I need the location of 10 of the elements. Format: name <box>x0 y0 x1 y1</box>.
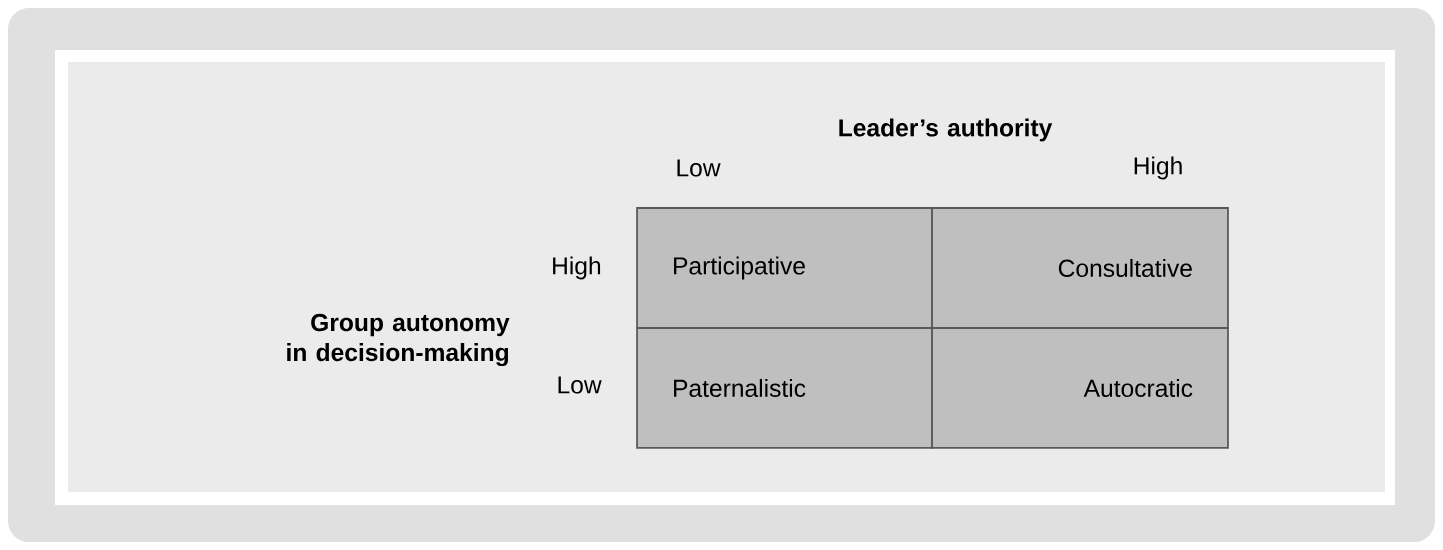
axis-value: High <box>553 256 601 280</box>
quadrant-cell: Autocratic <box>931 327 1229 449</box>
quadrant-cell: Participative <box>636 207 933 329</box>
quadrant-cell: Consultative <box>931 207 1229 329</box>
axis-value: Low <box>558 376 602 394</box>
axis-value: Low <box>677 159 721 177</box>
quadrant-cell: Paternalistic <box>636 327 933 449</box>
axis-title: Leader’s authority <box>839 118 1053 142</box>
axis-title: Group autonomy in decision-making <box>287 313 510 367</box>
axis-value: High <box>1134 156 1182 180</box>
